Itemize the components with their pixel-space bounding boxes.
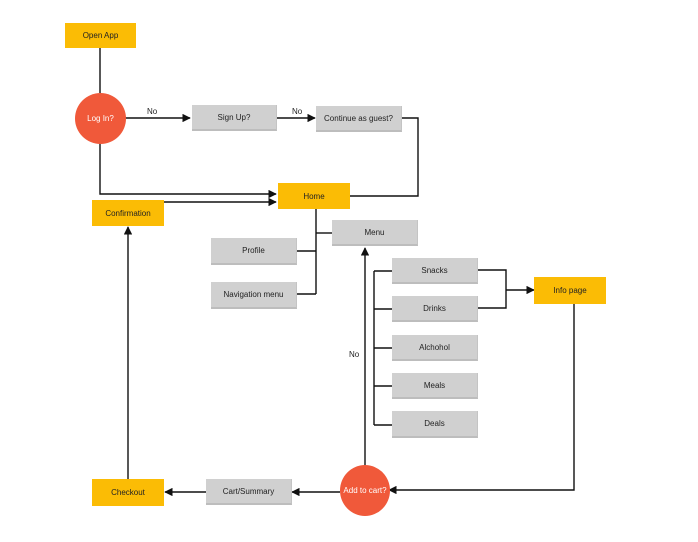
edge-guest-to-home — [350, 117, 419, 197]
continue-as-guest-node[interactable]: Continue as guest? — [316, 106, 402, 132]
alchohol-node[interactable]: Alchohol — [392, 335, 478, 361]
deals-node[interactable]: Deals — [392, 411, 478, 438]
profile-node[interactable]: Profile — [211, 238, 297, 265]
home-node[interactable]: Home — [278, 183, 350, 209]
add-to-cart-decision[interactable]: Add to cart? — [340, 465, 390, 516]
meals-node[interactable]: Meals — [392, 373, 478, 399]
checkout-node[interactable]: Checkout — [92, 479, 164, 506]
navigation-menu-node[interactable]: Navigation menu — [211, 282, 297, 309]
snacks-node[interactable]: Snacks — [392, 258, 478, 284]
menu-node[interactable]: Menu — [332, 220, 418, 246]
sign-up-node[interactable]: Sign Up? — [192, 105, 277, 131]
edge-login-to-home — [99, 143, 277, 199]
edge-snacks-to-info — [478, 269, 507, 290]
open-app-node[interactable]: Open App — [65, 23, 136, 48]
login-no-label: No — [147, 107, 158, 116]
info-page-node[interactable]: Info page — [534, 277, 606, 304]
signup-no-label: No — [292, 107, 303, 116]
cart-no-label: No — [349, 350, 360, 359]
edge-drinks-to-info — [478, 290, 507, 309]
cart-summary-node[interactable]: Cart/Summary — [206, 479, 292, 505]
log-in-decision[interactable]: Log In? — [75, 93, 126, 144]
confirmation-node[interactable]: Confirmation — [92, 200, 164, 226]
edge-info-to-cart — [388, 304, 575, 495]
drinks-node[interactable]: Drinks — [392, 296, 478, 322]
